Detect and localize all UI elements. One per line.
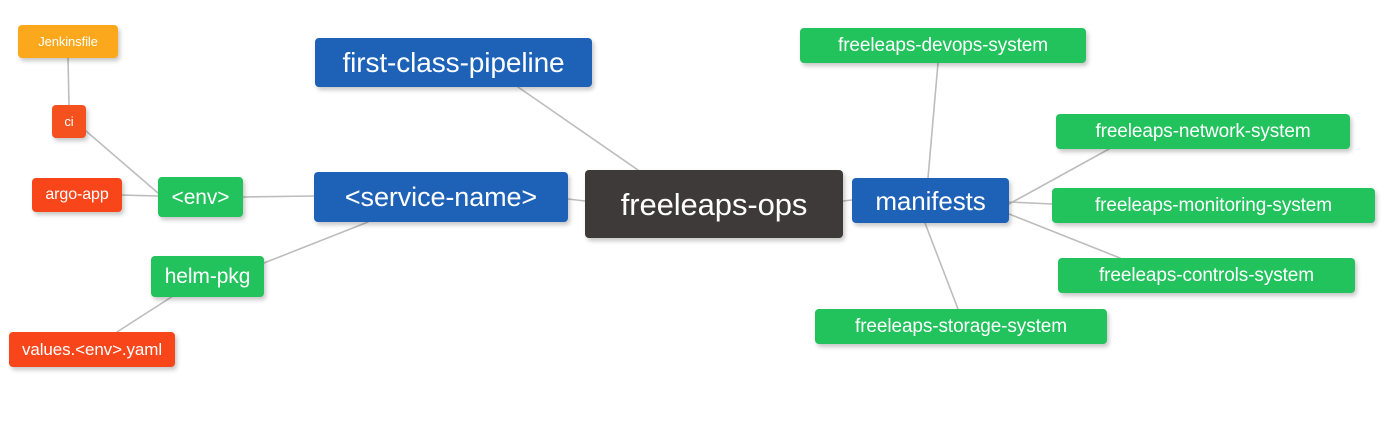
- node-values-yaml[interactable]: values.<env>.yaml: [9, 332, 175, 367]
- node-argo-app[interactable]: argo-app: [32, 178, 122, 212]
- node-freeleaps-devops-system[interactable]: freeleaps-devops-system: [800, 28, 1086, 63]
- node-freeleaps-ops[interactable]: freeleaps-ops: [585, 170, 843, 238]
- edge-servicename-ops: [567, 198, 586, 202]
- edge-manifests-devops: [927, 62, 939, 179]
- edge-argoapp-env: [121, 194, 159, 197]
- edge-manifests-storage: [924, 222, 959, 310]
- node-label-jenkinsfile: Jenkinsfile: [38, 34, 98, 49]
- node-label-service-name: <service-name>: [344, 181, 538, 212]
- edge-values-helmpkg: [116, 295, 174, 333]
- node-helm-pkg[interactable]: helm-pkg: [151, 256, 264, 297]
- node-label-freeleaps-ops: freeleaps-ops: [620, 186, 808, 222]
- node-label-values-yaml: values.<env>.yaml: [21, 340, 163, 359]
- edge-pipeline-ops: [517, 86, 639, 171]
- edge-helmpkg-servicename: [263, 221, 369, 264]
- node-manifests[interactable]: manifests: [852, 178, 1009, 223]
- node-freeleaps-network-system[interactable]: freeleaps-network-system: [1056, 114, 1350, 149]
- node-label-ci: ci: [64, 114, 74, 129]
- node-label-freeleaps-controls-system: freeleaps-controls-system: [1098, 265, 1315, 286]
- node-label-manifests: manifests: [875, 185, 986, 216]
- node-label-argo-app: argo-app: [45, 186, 109, 203]
- edge-jenkinsfile-ci: [67, 57, 70, 106]
- edge-manifests-monitoring: [1008, 201, 1053, 205]
- edge-env-servicename: [242, 195, 315, 198]
- node-env[interactable]: <env>: [158, 177, 243, 217]
- node-label-helm-pkg: helm-pkg: [164, 265, 251, 288]
- node-label-freeleaps-network-system: freeleaps-network-system: [1095, 121, 1311, 142]
- node-freeleaps-controls-system[interactable]: freeleaps-controls-system: [1058, 258, 1355, 293]
- node-label-freeleaps-monitoring-system: freeleaps-monitoring-system: [1095, 195, 1332, 216]
- node-first-class-pipeline[interactable]: first-class-pipeline: [315, 38, 592, 87]
- node-ci[interactable]: ci: [52, 105, 86, 138]
- node-service-name[interactable]: <service-name>: [314, 172, 568, 222]
- node-freeleaps-storage-system[interactable]: freeleaps-storage-system: [815, 309, 1107, 344]
- node-label-env: <env>: [171, 185, 230, 209]
- node-freeleaps-monitoring-system[interactable]: freeleaps-monitoring-system: [1052, 188, 1375, 223]
- node-label-first-class-pipeline: first-class-pipeline: [342, 46, 565, 78]
- node-label-freeleaps-storage-system: freeleaps-storage-system: [855, 316, 1067, 337]
- edge-ops-manifests: [842, 199, 853, 202]
- node-jenkinsfile[interactable]: Jenkinsfile: [18, 25, 118, 58]
- node-label-freeleaps-devops-system: freeleaps-devops-system: [838, 35, 1048, 56]
